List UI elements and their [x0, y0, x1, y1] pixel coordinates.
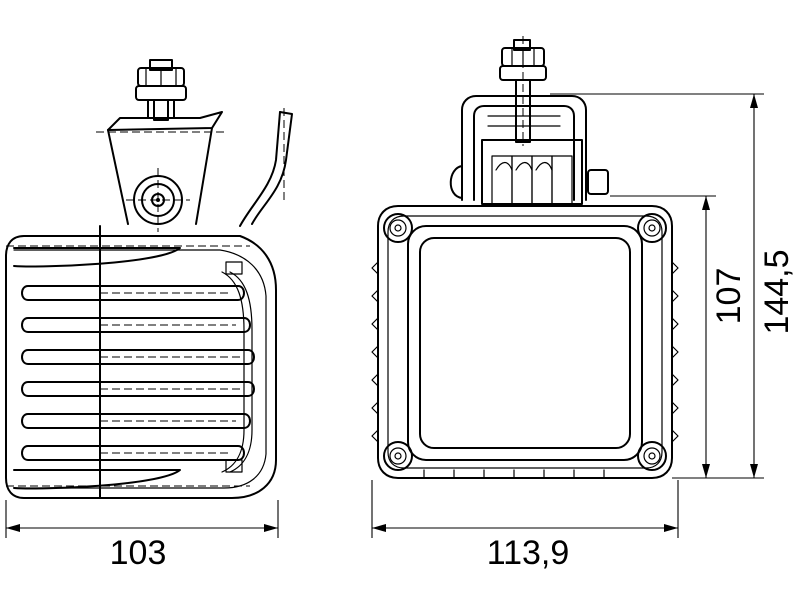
- dimension-label-height-total: 144,5: [758, 249, 796, 334]
- dimension-width-side: [5, 500, 279, 538]
- front-mounting-nut: [499, 36, 547, 146]
- front-bracket: [461, 95, 587, 201]
- front-housing: [371, 205, 679, 479]
- side-cable: [239, 108, 293, 227]
- front-side-ribs: [371, 261, 679, 443]
- side-housing: [5, 225, 277, 499]
- side-mounting-nut: [135, 59, 187, 121]
- dimension-width-front: [371, 480, 679, 538]
- front-corner-screws: [383, 213, 667, 471]
- dimension-label-width-side: 103: [110, 534, 167, 572]
- dimension-label-width-front: 113,9: [487, 534, 570, 572]
- dimension-height-total: [550, 93, 764, 479]
- front-lens: [407, 225, 643, 461]
- side-cooling-fins: [21, 285, 255, 461]
- dimension-label-height-lens: 107: [710, 268, 748, 325]
- front-rear-block: [449, 139, 609, 205]
- side-view: [5, 59, 293, 499]
- front-view: [371, 36, 679, 479]
- side-bracket: [96, 111, 226, 232]
- dimension-height-lens: [610, 195, 716, 479]
- side-mounting-studs: [225, 261, 243, 473]
